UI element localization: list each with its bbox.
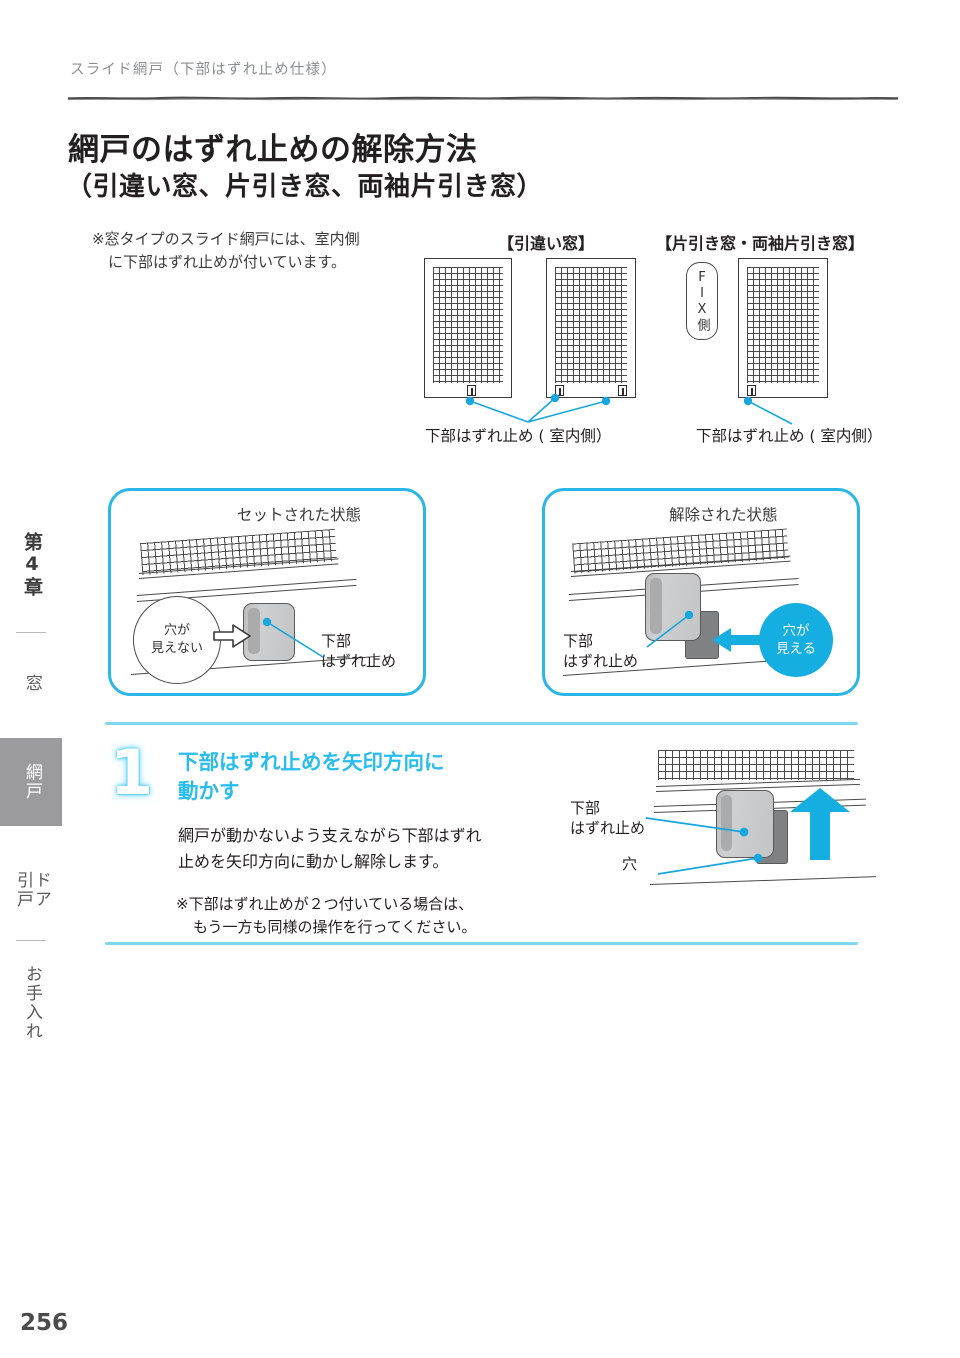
part-leader-line: [646, 610, 694, 648]
part-leader-line: [262, 617, 324, 658]
section-divider-top: [105, 722, 858, 725]
sidebar-item-amido[interactable]: 網戸: [0, 738, 62, 826]
screen-panel-1: [424, 258, 512, 398]
step-heading: 下部はずれ止めを矢印方向に 動かす: [178, 748, 445, 805]
step-note: ※下部はずれ止めが２つ付いている場合は、 もう一方も同様の操作を行ってください。: [176, 893, 476, 940]
page-title-line2: （引違い窓、片引き窓、両袖片引き窓）: [66, 172, 544, 202]
callout-hole-visible: 穴が 見える: [759, 603, 833, 677]
caption-bottom-stopper-left: 下部はずれ止め ( 室内側）: [425, 427, 612, 445]
state-panel-released-title: 解除された状態: [669, 506, 778, 524]
caption-bottom-stopper-right: 下部はずれ止め ( 室内側）: [696, 427, 883, 445]
arrow-right-icon: [213, 624, 251, 648]
part-ridge: [248, 608, 260, 654]
bottom-stopper: [467, 385, 476, 396]
page-number: 256: [20, 1310, 69, 1336]
intro-note-line1: ※窓タイプのスライド網戸には、室内側: [92, 230, 360, 248]
bottom-stopper: [618, 385, 627, 396]
label-bottom-stopper: 下部 はずれ止め: [570, 799, 646, 838]
bottom-stopper: [747, 385, 756, 396]
bottom-stopper: [555, 385, 564, 396]
step-note-line1: ※下部はずれ止めが２つ付いている場合は、: [176, 895, 474, 913]
step-heading-line2: 動かす: [178, 778, 240, 803]
fix-side-label: FIX側: [686, 262, 718, 340]
sidebar: 第4章 窓 網戸 ドア 引戸 お手入れ: [0, 0, 62, 1358]
step-number: 1: [110, 736, 154, 809]
intro-note: ※窓タイプのスライド網戸には、室内側 に下部はずれ止めが付いています。: [92, 228, 360, 275]
mesh-texture: [747, 267, 819, 383]
sidebar-chapter-label: 第4章: [20, 532, 43, 598]
page-title-line1: 網戸のはずれ止めの解除方法: [68, 132, 478, 168]
state-panel-released: 解除された状態 下部 はずれ止め 穴が 見える: [542, 488, 860, 696]
part-ridge: [650, 578, 662, 634]
sidebar-item-oteire[interactable]: お手入れ: [21, 965, 42, 1041]
arrow-left-icon: [712, 628, 762, 652]
group-label-katahiki: 【片引き窓・両袖片引き窓】: [656, 234, 865, 253]
section-divider-bottom: [105, 942, 858, 945]
step-body-line2: 止めを矢印方向に動かし解除します。: [178, 851, 449, 871]
step-body: 網戸が動かないよう支えながら下部はずれ 止めを矢印方向に動かし解除します。: [178, 823, 482, 875]
label-bottom-stopper: 下部 はずれ止め: [321, 632, 397, 671]
callout-hole-not-visible: 穴が 見えない: [133, 596, 221, 684]
step-heading-line1: 下部はずれ止めを矢印方向に: [178, 750, 445, 774]
label-bottom-stopper: 下部 はずれ止め: [563, 632, 639, 671]
screen-panel-2: [546, 258, 636, 398]
hole-leader-line: [657, 853, 763, 875]
step-note-line2: もう一方も同様の操作を行ってください。: [193, 918, 477, 937]
step-figure: 下部 はずれ止め 穴: [560, 742, 890, 902]
running-head: スライド網戸（下部はずれ止め仕様）: [70, 62, 337, 78]
mesh-texture: [572, 528, 789, 574]
part-ridge: [721, 795, 732, 851]
header-rule-brush: [68, 96, 898, 101]
label-hole: 穴: [622, 855, 638, 873]
mesh-texture: [658, 750, 854, 780]
sidebar-divider-1: [16, 632, 46, 633]
sidebar-item-door-hikido[interactable]: ドア 引戸: [13, 871, 51, 909]
state-panel-set: セットされた状態 穴が 見えない 下部 はずれ止め: [108, 488, 426, 696]
sidebar-item-mado[interactable]: 窓: [21, 673, 42, 693]
sidebar-divider-2: [16, 940, 46, 941]
screen-panel-3: [738, 258, 828, 398]
group-label-hikichigai: 【引違い窓】: [498, 234, 595, 253]
intro-note-line2: に下部はずれ止めが付いています。: [108, 253, 347, 272]
part-leader-line: [645, 817, 749, 837]
mesh-texture: [140, 528, 337, 576]
top-diagram-leaders: [465, 393, 793, 425]
mesh-texture: [555, 267, 627, 383]
mesh-texture: [433, 267, 503, 383]
step-body-line1: 網戸が動かないよう支えながら下部はずれ: [178, 826, 482, 845]
arrow-move-icon: [790, 788, 850, 860]
state-panel-set-title: セットされた状態: [237, 506, 362, 524]
